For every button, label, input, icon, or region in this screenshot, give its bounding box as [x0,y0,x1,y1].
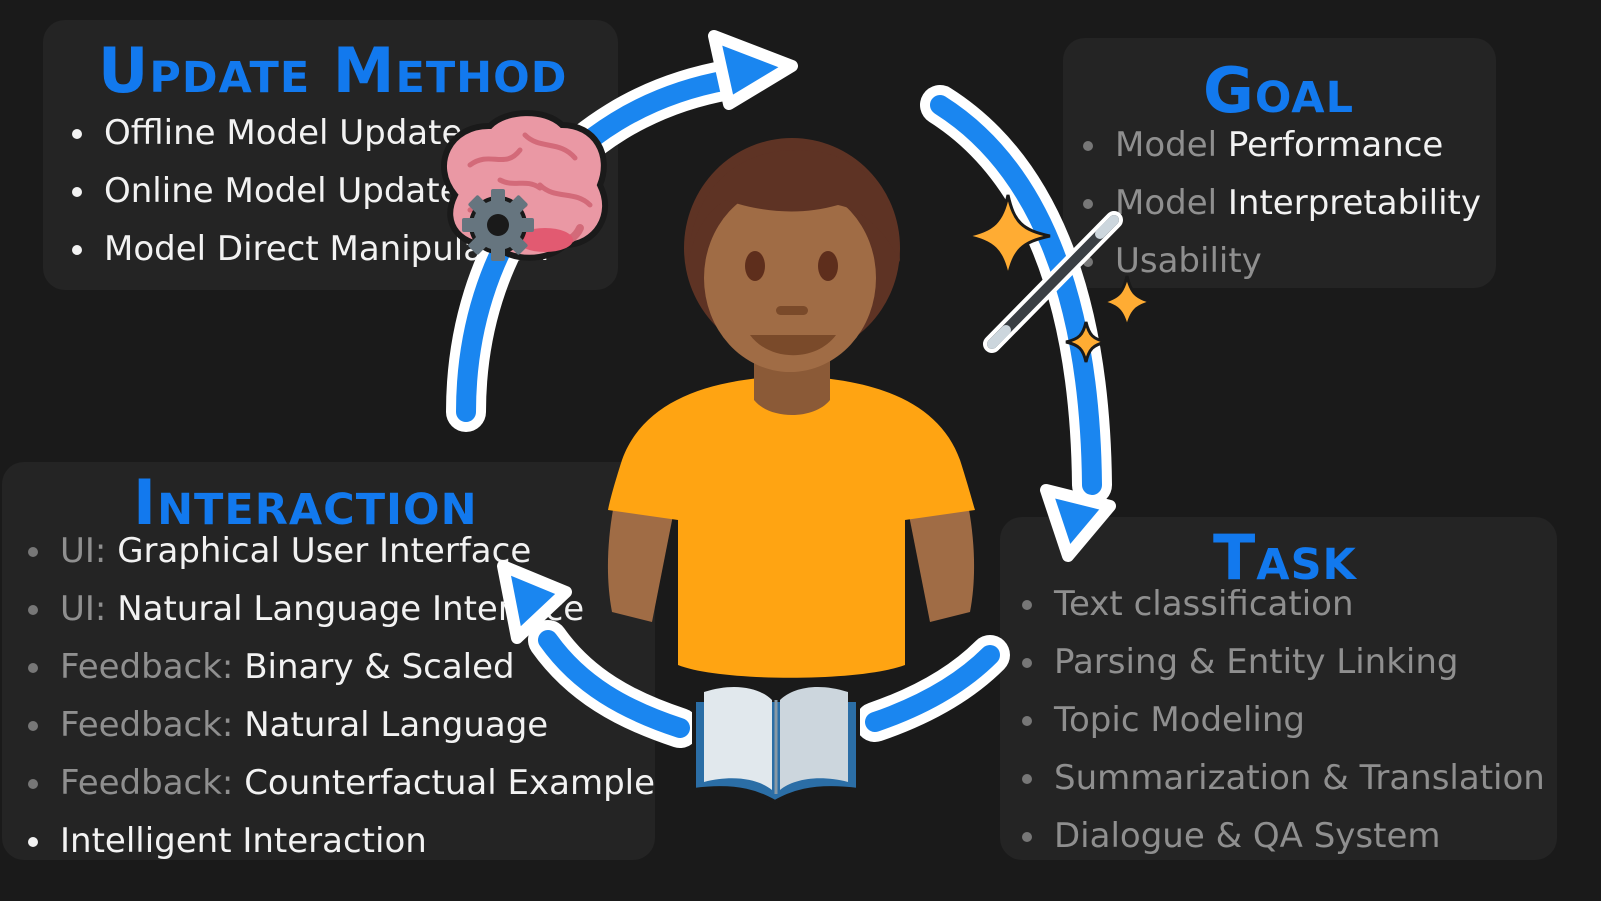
list-item: Feedback: Natural Language [22,696,655,754]
list-item: Online Model Update [66,162,549,220]
list-item: Feedback: Counterfactual Example [22,754,655,812]
list-item: Feedback: Binary & Scaled [22,638,655,696]
magic-wand-sparkles-icon [965,194,1153,363]
update-method-title: Update Method [98,34,568,107]
interaction-title: Interaction [133,466,478,539]
task-list: Text classification Parsing & Entity Lin… [1016,575,1545,865]
list-item: Dialogue & QA System [1016,807,1545,865]
list-item: Offline Model Update [66,104,549,162]
interaction-list: UI: Graphical User Interface UI: Natural… [22,522,655,870]
arrow-to-task [920,85,1116,562]
list-item: Intelligent Interaction [22,812,655,870]
person-icon [607,138,975,678]
goal-panel [1063,38,1496,288]
arrow-to-interaction [497,560,700,748]
list-item: Text classification [1016,575,1545,633]
task-panel [1000,517,1557,860]
task-title: Task [1213,521,1357,594]
list-item: Usability [1077,232,1481,290]
open-book-icon [692,686,860,805]
list-item: Parsing & Entity Linking [1016,633,1545,691]
list-item: UI: Graphical User Interface [22,522,655,580]
list-item: Model Interpretability [1077,174,1481,232]
brain-gear-icon [441,110,608,261]
goal-list: Model Performance Model Interpretability… [1077,116,1481,290]
arrow-to-book [855,635,1010,742]
goal-title: Goal [1203,54,1354,127]
list-item: Topic Modeling [1016,691,1545,749]
list-item: Model Performance [1077,116,1481,174]
list-item: Summarization & Translation [1016,749,1545,807]
